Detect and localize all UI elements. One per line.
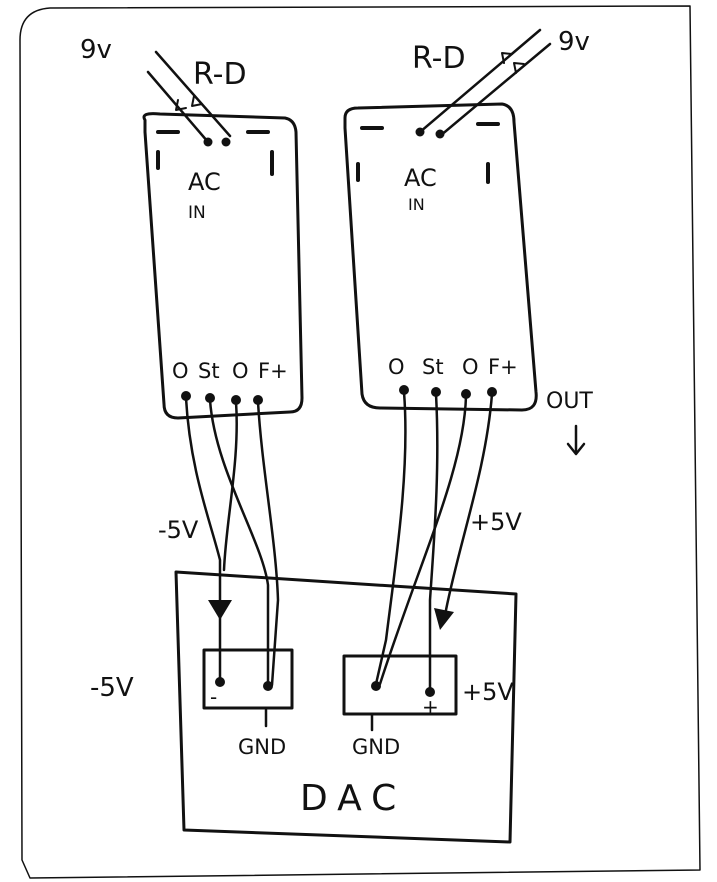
left-input-source: R-D xyxy=(193,57,247,92)
left-pin-1 xyxy=(181,391,191,401)
right-input-arrow-b xyxy=(513,62,525,74)
left-regulator-body xyxy=(142,112,304,420)
left-input-arrow-a xyxy=(175,99,187,111)
dac-board: - -5V GND + +5V GND DAC xyxy=(90,570,518,844)
out-arrow-head xyxy=(566,442,586,456)
left-ac-label: AC xyxy=(188,168,221,196)
pos-terminal-sign: + xyxy=(422,695,439,719)
pos-terminal-screw xyxy=(425,687,435,697)
wire-left-pin2-to-gnd xyxy=(208,398,270,687)
neg-gnd-terminal-screw xyxy=(263,681,273,691)
pos-terminal-block xyxy=(342,654,458,716)
left-pin-label-2: St xyxy=(198,359,220,383)
pos-arrow-head xyxy=(434,608,454,630)
right-input-wire-b xyxy=(438,42,552,138)
left-ac-pin-2 xyxy=(221,137,231,147)
neg-wire-label: -5V xyxy=(158,516,199,544)
right-ac-label: AC xyxy=(404,164,437,192)
right-pin-4 xyxy=(487,387,497,397)
right-pin-label-4: F+ xyxy=(488,355,518,379)
right-pin-label-1: O xyxy=(388,355,405,379)
left-regulator-module: AC IN O St O F+ xyxy=(142,112,304,420)
neg-arrow-head xyxy=(208,600,232,620)
right-pin-label-3: O xyxy=(462,355,479,379)
right-pin-3 xyxy=(461,389,471,399)
wire-right-pin4 xyxy=(444,392,494,612)
right-ac-sublabel: IN xyxy=(408,195,425,214)
paper-edge xyxy=(19,5,701,879)
pos-gnd-terminal-screw xyxy=(371,681,381,691)
out-label: OUT xyxy=(546,389,593,414)
right-input-source: R-D xyxy=(412,41,466,76)
left-ac-pin-1 xyxy=(203,137,213,147)
dac-neg-side-label: -5V xyxy=(90,673,134,703)
left-pin-label-3: O xyxy=(232,359,249,383)
wire-right-pin2-to-pos xyxy=(428,392,439,694)
wire-left-pin3-cross xyxy=(222,400,238,572)
right-pin-label-2: St xyxy=(422,355,444,379)
right-pin-2 xyxy=(431,387,441,397)
left-pin-4 xyxy=(253,395,263,405)
right-pin-1 xyxy=(399,385,409,395)
dac-title: DAC xyxy=(300,778,406,819)
neg-terminal-screw xyxy=(215,677,225,687)
dac-gnd-left-label: GND xyxy=(238,735,286,759)
right-input-arrow-a xyxy=(501,52,513,64)
wire-right-pin3-cross xyxy=(378,394,468,686)
neg-terminal-sign: - xyxy=(210,685,217,709)
right-ac-pin-2 xyxy=(435,129,445,139)
left-pin-label-1: O xyxy=(172,359,189,383)
left-pin-2 xyxy=(205,393,215,403)
pos-wire-label: +5V xyxy=(470,508,522,536)
right-regulator-body xyxy=(343,102,538,412)
right-input-wire-a xyxy=(418,28,542,134)
left-pin-3 xyxy=(231,395,241,405)
right-regulator-module: AC IN O St O F+ xyxy=(343,102,538,412)
neg-terminal-block xyxy=(202,648,294,710)
right-ac-pin-1 xyxy=(415,127,425,137)
left-input-wire-a xyxy=(146,70,210,144)
left-input-voltage: 9v xyxy=(80,35,112,65)
left-pin-label-4: F+ xyxy=(258,359,288,383)
left-input-wire-b xyxy=(154,50,232,138)
dac-gnd-right-label: GND xyxy=(352,735,400,759)
dac-board-outline xyxy=(174,570,518,844)
dac-pos-side-label: +5V xyxy=(462,678,514,706)
wire-right-pin1-to-gnd xyxy=(374,390,407,686)
wire-left-pin4 xyxy=(256,400,280,687)
wire-left-pin1-to-neg xyxy=(184,396,222,682)
left-input-arrow-b xyxy=(191,95,203,107)
left-ac-sublabel: IN xyxy=(188,203,206,223)
right-input-voltage: 9v xyxy=(558,27,590,57)
